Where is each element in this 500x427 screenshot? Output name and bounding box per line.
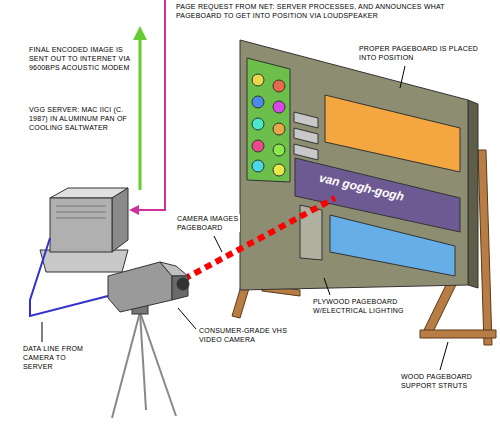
callout-text: DATA LINE FROM CAMERA TO SERVER (22, 344, 96, 371)
video-camera (108, 262, 189, 418)
callout-text: VGG SERVER: MAC IICI (C. 1987) IN ALUMIN… (28, 105, 138, 132)
vgg-server (40, 188, 128, 272)
callout-text: CAMERA IMAGES PAGEBOARD (176, 214, 240, 232)
callout-text: FINAL ENCODED IMAGE IS SENT OUT TO INTER… (28, 45, 138, 72)
callout-text: PAGE REQUEST FROM NET: SERVER PROCESSES,… (175, 2, 482, 20)
callout-text: WOOD PAGEBOARD SUPPORT STRUTS (400, 372, 494, 390)
callout-text: CONSUMER-GRADE VHS VIDEO CAMERA (198, 326, 296, 344)
callout-text: PROPER PAGEBOARD IS PLACED INTO POSITION (358, 44, 488, 62)
pageboard (240, 40, 478, 290)
camera-beam (184, 198, 335, 279)
callout-text: PLYWOOD PAGEBOARD W/ELECTRICAL LIGHTING (312, 297, 426, 315)
data-line (30, 238, 108, 316)
